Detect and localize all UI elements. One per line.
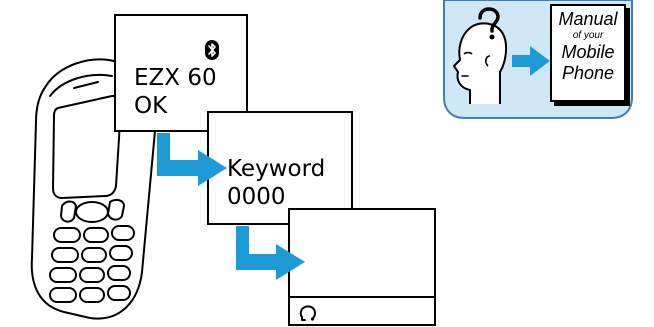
head-question-icon: [450, 6, 512, 106]
device-name-text: EZX 60: [134, 65, 217, 91]
keyword-value: 0000: [227, 184, 286, 210]
manual-phone: Phone: [561, 63, 615, 83]
keyword-label: Keyword: [227, 156, 326, 182]
arrow-to-keyword: [157, 133, 227, 186]
ok-text: OK: [134, 93, 168, 119]
manual-title: Manual: [558, 9, 618, 29]
screen-divider: [290, 296, 434, 298]
manual-card: Manual of your Mobile Phone: [550, 4, 626, 102]
arrow-to-manual: [512, 46, 550, 76]
headset-icon: [298, 304, 318, 324]
manual-badge: Manual of your Mobile Phone: [442, 0, 634, 120]
screen-keyword: Keyword 0000: [207, 111, 353, 225]
arrow-to-connected: [236, 226, 305, 280]
manual-mobile: Mobile: [561, 42, 615, 62]
manual-subtitle: of your: [572, 30, 604, 41]
bluetooth-icon: [204, 40, 220, 60]
